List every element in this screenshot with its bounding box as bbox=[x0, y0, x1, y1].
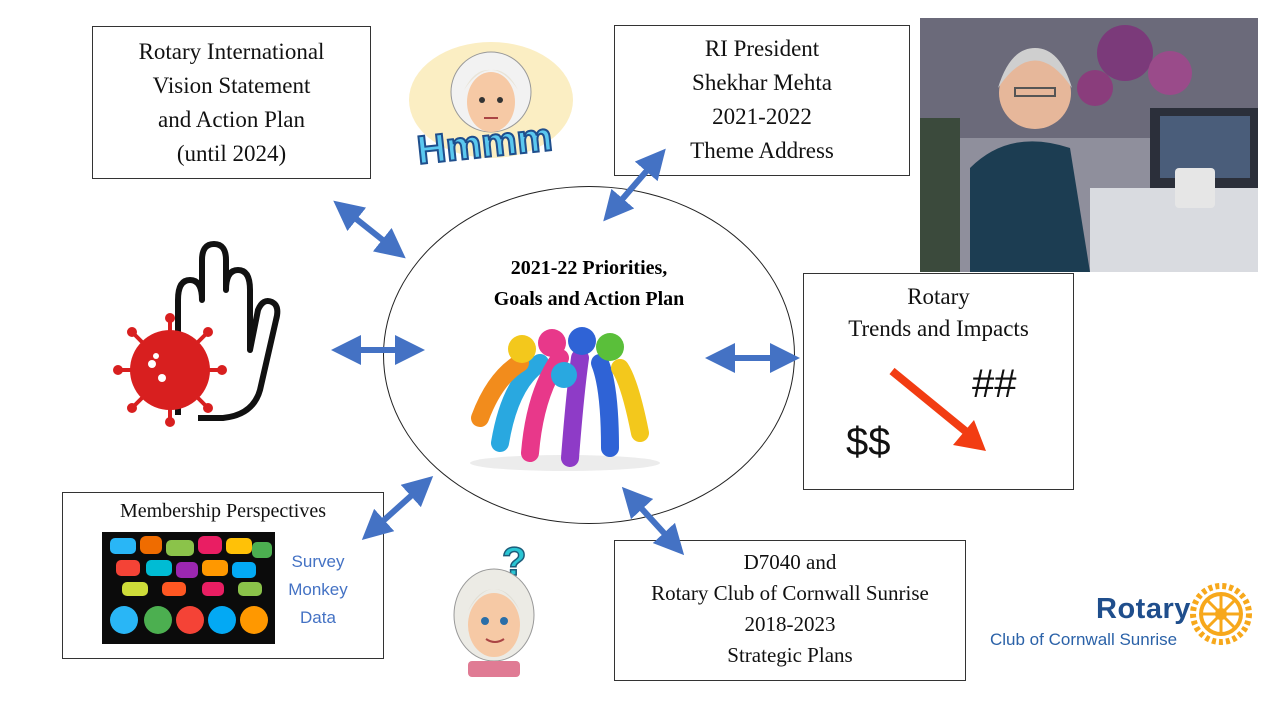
virus-icon bbox=[113, 313, 227, 427]
trend-down-arrow-icon bbox=[889, 367, 986, 451]
strategic-line-2: Rotary Club of Cornwall Sunrise bbox=[651, 581, 929, 605]
membership-title: Membership Perspectives bbox=[119, 500, 327, 522]
center-line-1: 2021-22 Priorities, bbox=[510, 257, 668, 279]
trends-line-2: Trends and Impacts bbox=[848, 316, 1029, 341]
survey-line-2: Monkey bbox=[288, 580, 348, 599]
strategic-line-4: Strategic Plans bbox=[727, 643, 853, 667]
woman-photo bbox=[920, 18, 1258, 272]
center-title: 2021-22 Priorities, Goals and Action Pla… bbox=[400, 253, 778, 315]
survey-line-1: Survey bbox=[291, 552, 345, 571]
vision-line-3: and Action Plan bbox=[158, 107, 305, 132]
president-line-4: Theme Address bbox=[690, 138, 834, 163]
vision-line-4: (until 2024) bbox=[176, 141, 287, 166]
question-bitmoji-icon: ? bbox=[453, 539, 535, 677]
strategic-box: D7040 and Rotary Club of Cornwall Sunris… bbox=[614, 540, 966, 681]
vision-line-2: Vision Statement bbox=[152, 73, 311, 98]
arrow-vision bbox=[333, 200, 406, 259]
people-circle-icon bbox=[470, 327, 660, 471]
trends-hash: ## bbox=[972, 362, 1017, 406]
survey-text: Survey Monkey Data bbox=[280, 548, 356, 632]
strategic-line-3: 2018-2023 bbox=[744, 612, 836, 636]
vision-box: Rotary International Vision Statement an… bbox=[92, 26, 371, 179]
president-line-2: Shekhar Mehta bbox=[692, 70, 832, 95]
rotary-logo-club: Club of Cornwall Sunrise bbox=[990, 630, 1178, 649]
president-line-1: RI President bbox=[704, 36, 820, 61]
president-box: RI President Shekhar Mehta 2021-2022 The… bbox=[614, 25, 910, 176]
speech-bubbles-icon bbox=[102, 532, 275, 644]
center-line-2: Goals and Action Plan bbox=[493, 288, 685, 310]
survey-line-3: Data bbox=[300, 608, 336, 627]
thinking-bitmoji-icon bbox=[409, 42, 573, 158]
president-line-3: 2021-2022 bbox=[712, 104, 812, 129]
trends-line-1: Rotary bbox=[907, 284, 970, 309]
vision-line-1: Rotary International bbox=[138, 39, 325, 64]
rotary-logo-word: Rotary bbox=[1096, 593, 1191, 625]
rotary-wheel-icon bbox=[1190, 583, 1252, 645]
strategic-line-1: D7040 and bbox=[743, 550, 837, 574]
trends-box: Rotary Trends and Impacts ## $$ bbox=[803, 273, 1074, 490]
trends-dollar: $$ bbox=[846, 420, 891, 464]
